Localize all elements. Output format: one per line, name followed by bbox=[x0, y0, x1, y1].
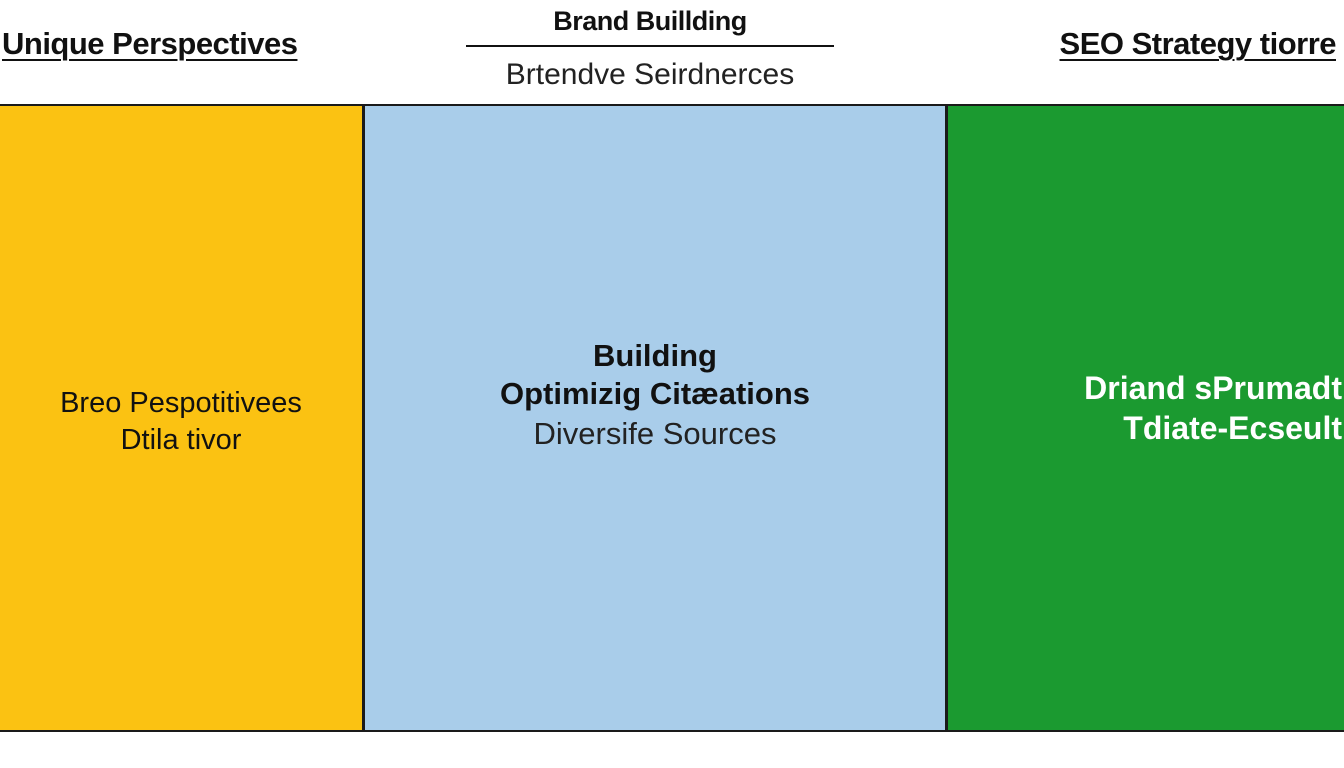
panel-yellow-line-2: Dtila tivor bbox=[120, 424, 242, 456]
panel-blue: Building Optimizig Citæations Diversife … bbox=[365, 106, 945, 730]
panel-yellow: Breo Pespotitivees Dtila tivor bbox=[0, 106, 362, 730]
header-center-divider bbox=[466, 45, 834, 47]
header-center-subtitle: Brtendve Seirdnerces bbox=[505, 58, 795, 91]
header-left-title: Unique Perspectives bbox=[2, 26, 298, 61]
panel-green: Driand sPrumadt Tdiate-Ecseult bbox=[948, 106, 1344, 730]
panel-yellow-line-1: Breo Pespotitivees bbox=[60, 387, 302, 419]
panel-green-line-2: Tdiate-Ecseult bbox=[1123, 410, 1342, 446]
panel-blue-line-1: Building bbox=[593, 338, 717, 373]
panel-green-line-1: Driand sPrumadt bbox=[1084, 370, 1342, 406]
header-center-title: Brand Buillding bbox=[553, 6, 747, 36]
panel-row: Breo Pespotitivees Dtila tivor Building … bbox=[0, 104, 1344, 732]
footer-band bbox=[0, 732, 1344, 768]
panel-blue-line-3: Diversife Sources bbox=[533, 416, 777, 451]
panel-green-text: Driand sPrumadt Tdiate-Ecseult bbox=[1084, 368, 1344, 448]
header: Unique Perspectives Brand Buillding Brte… bbox=[0, 0, 1344, 104]
panel-blue-line-2: Optimizig Citæations bbox=[500, 376, 810, 411]
panel-yellow-text: Breo Pespotitivees Dtila tivor bbox=[60, 385, 302, 459]
header-right-title: SEO Strategy tiorre bbox=[1059, 26, 1337, 61]
